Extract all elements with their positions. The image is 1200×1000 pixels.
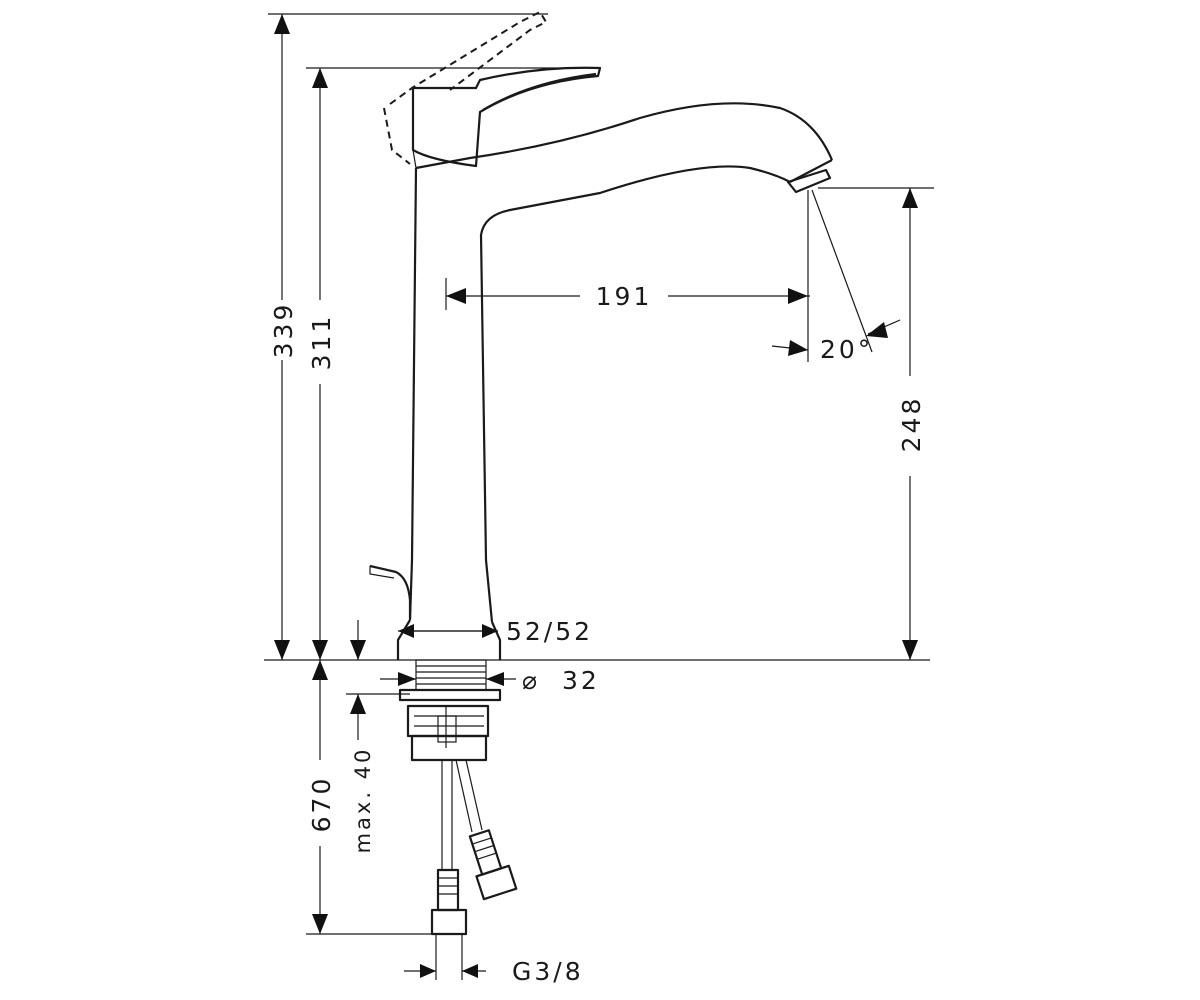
dimension-label-52-52: 52/52 xyxy=(506,617,593,646)
faucet-body xyxy=(396,102,834,660)
diameter-symbol: ⌀ xyxy=(522,666,540,695)
lever-handle xyxy=(411,66,602,169)
supply-hoses xyxy=(430,759,518,936)
dimension-label-339: 339 xyxy=(269,302,298,359)
dimension-hole-diameter: ⌀ 32 xyxy=(380,666,600,695)
dimension-handle-height: 311 xyxy=(306,67,600,660)
dimension-label-max-40: max. 40 xyxy=(351,747,375,854)
dimension-spout-projection: 191 xyxy=(445,190,810,362)
threaded-shank xyxy=(398,659,502,762)
dimension-label-191: 191 xyxy=(596,282,653,311)
dimension-max-deck-thickness: max. 40 xyxy=(346,620,410,853)
drain-pull-rod xyxy=(369,564,412,618)
dimension-label-311: 311 xyxy=(307,314,336,371)
dimension-spray-angle: 20° xyxy=(771,189,901,364)
dimension-label-32: 32 xyxy=(562,666,600,695)
dimension-clearance-height: 248 xyxy=(818,187,934,660)
dimension-label-248: 248 xyxy=(897,396,926,453)
dimension-label-20-degrees: 20° xyxy=(820,335,873,364)
dimension-label-670: 670 xyxy=(307,776,336,833)
dimension-hose-length: 670 xyxy=(306,660,452,935)
dimension-base-width: 52/52 xyxy=(398,617,593,646)
handle-open-position-outline xyxy=(383,10,548,165)
dimension-thread-size: G3/8 xyxy=(404,934,584,986)
dimension-total-height: 339 xyxy=(268,13,548,660)
dimension-label-g3-8: G3/8 xyxy=(512,957,584,986)
